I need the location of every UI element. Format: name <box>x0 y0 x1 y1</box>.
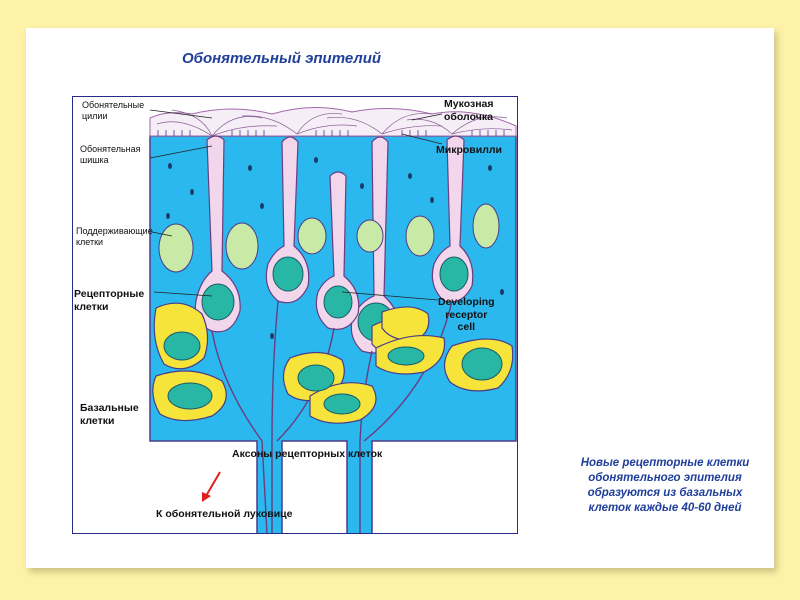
label-basal: Базальные клетки <box>80 402 139 427</box>
developing-cell <box>315 171 360 330</box>
page-title: Обонятельный эпителий <box>182 50 382 67</box>
microvilli <box>157 130 505 136</box>
label-knob: Обонятельная шишка <box>80 144 141 165</box>
regeneration-note: Новые рецепторные клетки обонятельного э… <box>580 457 750 514</box>
label-axons: Аксоны рецепторных клеток <box>232 448 383 460</box>
diagram-svg <box>72 96 518 534</box>
mucosa-layer <box>149 107 517 137</box>
label-microvilli: Микровилли <box>436 144 502 156</box>
basal-cell-6 <box>381 306 430 341</box>
supporting-nuclei <box>158 203 500 273</box>
olfactory-epithelium-diagram <box>72 96 518 534</box>
diagram-frame <box>72 96 518 534</box>
label-cilia: Обонятельные цилии <box>82 100 145 121</box>
label-developing: Developing receptor cell <box>438 296 495 334</box>
basal-nuclei <box>163 331 503 415</box>
arrow-to-bulb-icon <box>202 471 221 502</box>
label-receptor: Рецепторные клетки <box>74 288 145 313</box>
label-mucosa: Мукозная оболочка <box>444 98 494 123</box>
cilia-strands <box>156 109 513 137</box>
label-supporting: Поддерживающие клетки <box>76 226 153 247</box>
leader-lines <box>149 109 443 301</box>
label-bulb: К обонятельной луковице <box>156 508 293 520</box>
cytoplasm-specks <box>166 157 504 339</box>
